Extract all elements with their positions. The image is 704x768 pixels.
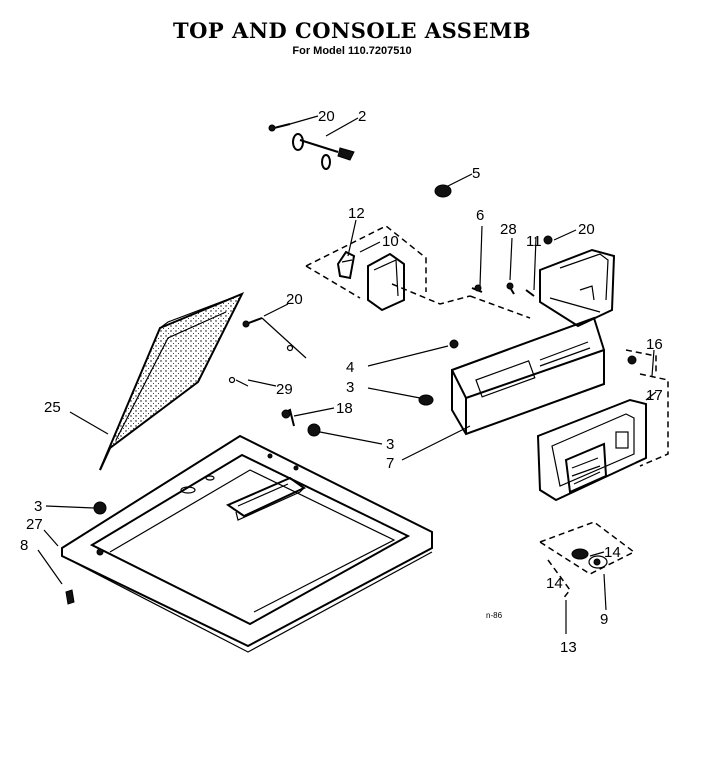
hinge-screws <box>228 317 307 387</box>
callout-labels: 20 2 5 12 10 6 28 11 20 20 16 17 4 3 29 … <box>20 108 663 656</box>
callout-13: 13 <box>560 639 577 656</box>
callout-9: 9 <box>600 611 608 628</box>
callout-12: 12 <box>348 205 365 222</box>
top-panel <box>61 434 433 653</box>
model-subtitle: For Model 110.7207510 <box>292 45 412 57</box>
callout-8: 8 <box>20 537 28 554</box>
callout-11: 11 <box>526 233 542 250</box>
callout-3b: 3 <box>386 436 394 453</box>
switch-assembly <box>305 225 427 312</box>
lid-panel <box>99 292 245 471</box>
callout-3a: 3 <box>346 379 354 396</box>
callout-2: 2 <box>358 108 366 125</box>
callout-27: 27 <box>26 516 43 533</box>
callout-5: 5 <box>472 165 480 182</box>
callout-29: 29 <box>276 381 293 398</box>
leader-lines <box>37 115 657 634</box>
callout-17: 17 <box>646 387 663 404</box>
callout-10: 10 <box>382 233 399 250</box>
callout-25: 25 <box>44 399 61 416</box>
screw-4 <box>449 339 459 349</box>
callout-20c: 20 <box>286 291 303 308</box>
callout-28: 28 <box>500 221 517 238</box>
knob-cup-assembly <box>538 521 636 601</box>
callout-7: 7 <box>386 455 394 472</box>
hinge-pin-assembly <box>268 123 355 170</box>
knob <box>434 184 452 198</box>
callout-20a: 20 <box>318 108 335 125</box>
diagram-code: n-86 <box>486 611 503 620</box>
callout-20b: 20 <box>578 221 595 238</box>
top-clips <box>65 408 321 605</box>
callout-3c: 3 <box>34 498 42 515</box>
console-bracket <box>539 248 616 328</box>
callout-14a: 14 <box>604 544 621 561</box>
screw-3 <box>418 394 434 406</box>
callout-18: 18 <box>336 400 353 417</box>
callout-16: 16 <box>646 336 663 353</box>
callout-4: 4 <box>346 359 354 376</box>
console-fasteners <box>471 235 553 297</box>
callout-6: 6 <box>476 207 484 224</box>
callout-14b: 14 <box>546 575 563 592</box>
console-panel <box>451 316 605 436</box>
control-panel-insert <box>536 349 669 502</box>
diagram-title: TOP AND CONSOLE ASSEMB <box>173 18 531 43</box>
